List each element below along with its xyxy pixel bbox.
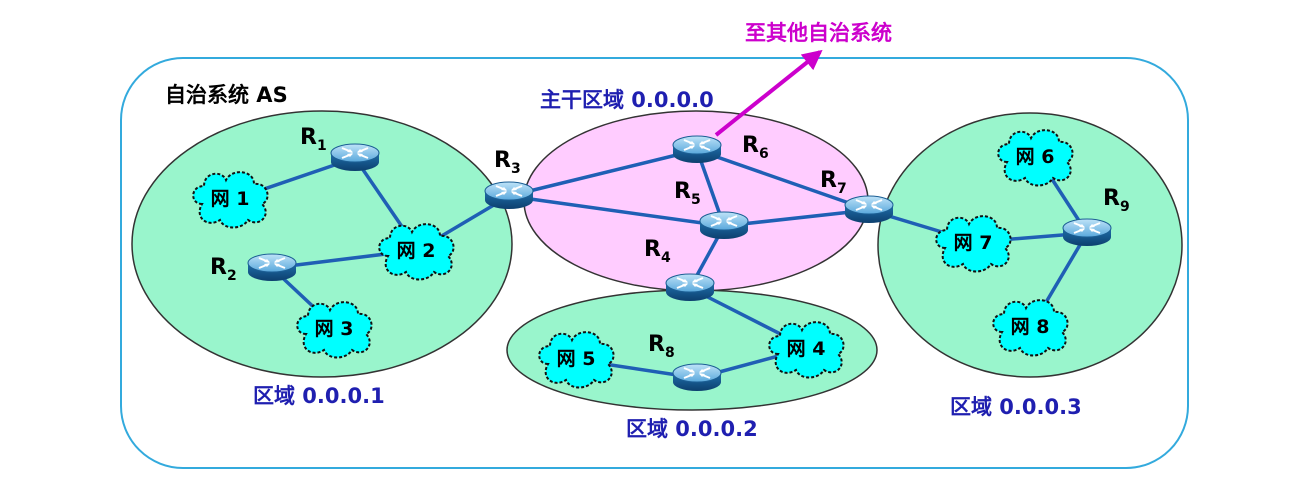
network-8: 网 8: [992, 299, 1069, 357]
router-label-r9: R9: [1103, 186, 1130, 215]
network-4: 网 4: [768, 321, 845, 379]
router-r6: [672, 135, 722, 164]
svg-text:网 6: 网 6: [1016, 146, 1055, 168]
network-7: 网 7: [935, 215, 1012, 273]
svg-text:网 1: 网 1: [211, 188, 250, 210]
svg-text:网 5: 网 5: [557, 348, 596, 370]
area-0.0.0.1: [131, 110, 513, 378]
router-r2: [247, 253, 297, 282]
external-as-arrow: [714, 49, 823, 137]
router-icon: [665, 273, 715, 302]
router-label-r3: R3: [494, 148, 521, 177]
router-label-r2: R2: [210, 255, 237, 284]
network-5: 网 5: [538, 331, 615, 389]
router-r4: [665, 273, 715, 302]
router-icon: [247, 253, 297, 282]
svg-text:网 7: 网 7: [954, 232, 993, 254]
router-r3: [484, 181, 534, 210]
area-0.0.0.3-label: 区域 0.0.0.3: [950, 395, 1082, 419]
svg-text:网 8: 网 8: [1011, 316, 1050, 338]
router-icon: [672, 363, 722, 392]
network-3: 网 3: [296, 301, 373, 359]
link-r6-r7: [696, 148, 870, 212]
router-icon: [330, 143, 380, 172]
area-0.0.0.3: [877, 112, 1183, 378]
router-r5: [699, 211, 749, 240]
network-6: 网 6: [997, 129, 1074, 187]
router-icon: [484, 181, 534, 210]
svg-text:网 4: 网 4: [787, 338, 826, 360]
router-label-r7: R7: [820, 168, 847, 197]
router-r7: [844, 195, 894, 224]
router-icon: [1062, 218, 1112, 247]
router-r8: [672, 363, 722, 392]
backbone-area-label: 主干区域 0.0.0.0: [540, 88, 714, 112]
network-2: 网 2: [378, 223, 455, 281]
link-r3-r6: [508, 148, 698, 198]
svg-text:网 3: 网 3: [315, 318, 354, 340]
network-1: 网 1: [192, 171, 269, 229]
area-0.0.0.1-label: 区域 0.0.0.1: [253, 384, 385, 408]
router-icon: [699, 211, 749, 240]
router-label-r8: R8: [648, 332, 675, 361]
router-icon: [672, 135, 722, 164]
external-as-label: 至其他自治系统: [745, 21, 892, 45]
router-label-r6: R6: [742, 133, 769, 162]
router-label-r5: R5: [674, 179, 701, 208]
area-0.0.0.2-label: 区域 0.0.0.2: [626, 417, 758, 441]
link-r5-r7: [723, 208, 870, 228]
link-r3-r5: [508, 194, 725, 228]
router-r1: [330, 143, 380, 172]
router-label-r4: R4: [644, 237, 671, 266]
router-r9: [1062, 218, 1112, 247]
router-label-r1: R1: [300, 125, 327, 154]
as-label: 自治系统 AS: [165, 83, 288, 107]
router-icon: [844, 195, 894, 224]
svg-text:网 2: 网 2: [397, 240, 436, 262]
